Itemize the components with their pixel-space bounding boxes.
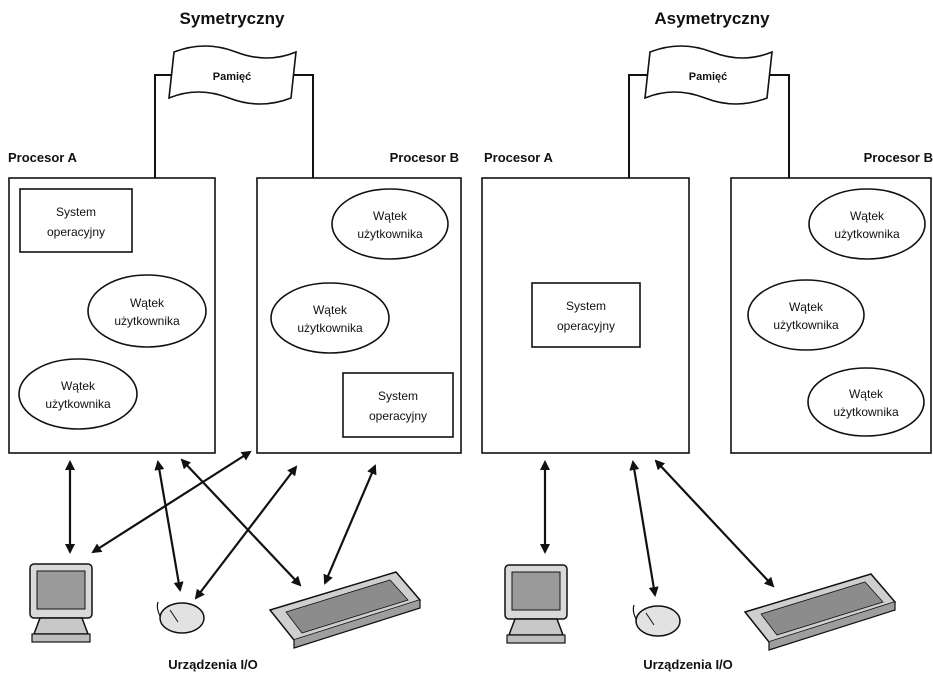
thread-label-line2: użytkownika [773, 318, 839, 332]
asymmetric-processor-b-label: Procesor B [864, 150, 933, 165]
asymmetric-b-thread-3: Wątek użytkownika [807, 367, 925, 437]
symmetric-io-label: Urządzenia I/O [168, 657, 258, 672]
asymmetric-b-thread-1: Wątek użytkownika [808, 188, 926, 260]
thread-label-line2: użytkownika [45, 397, 111, 411]
symmetric-memory: Pamięć [168, 45, 297, 105]
symmetric-b-thread-2: Wątek użytkownika [270, 282, 390, 354]
arrow-b-keyboard [323, 464, 377, 585]
os-label-line2: operacyjny [557, 319, 615, 333]
thread-label-line1: Wątek [850, 209, 885, 223]
thread-label-line1: Wątek [61, 379, 96, 393]
arrow-b-mouse [194, 465, 298, 600]
keyboard-icon [743, 573, 897, 651]
os-label-line2: operacyjny [369, 409, 427, 423]
mouse-icon [156, 601, 205, 634]
asymmetric-io-label: Urządzenia I/O [643, 657, 733, 672]
os-label-line1: System [378, 389, 418, 403]
asymmetric-a-os-box: System operacyjny [531, 282, 641, 348]
symmetric-processor-a-label: Procesor A [8, 150, 77, 165]
asymmetric-processor-a-label: Procesor A [484, 150, 553, 165]
thread-label-line2: użytkownika [357, 227, 423, 241]
arrow-a-mouse [154, 460, 184, 592]
asymmetric-memory: Pamięć [644, 45, 773, 105]
thread-label-line2: użytkownika [834, 227, 900, 241]
arrow-a-keyboard [180, 458, 302, 587]
thread-label-line1: Wątek [849, 387, 884, 401]
arrow-a-mouse [629, 460, 659, 597]
asymmetric-title: Asymetryczny [654, 9, 770, 28]
symmetric-io-arrows [65, 450, 377, 600]
symmetric-title: Symetryczny [180, 9, 285, 28]
thread-label-line1: Wątek [130, 296, 165, 310]
symmetric-b-thread-1: Wątek użytkownika [331, 188, 449, 260]
symmetric-memory-label: Pamięć [213, 71, 252, 83]
thread-label-line2: użytkownika [114, 314, 180, 328]
thread-label-line1: Wątek [789, 300, 824, 314]
symmetric-a-thread-1: Wątek użytkownika [87, 274, 207, 348]
symmetric-processor-b-label: Procesor B [390, 150, 459, 165]
mouse-icon [632, 604, 681, 637]
thread-label-line2: użytkownika [297, 321, 363, 335]
arrow-a-keyboard [654, 459, 775, 588]
os-label-line1: System [566, 299, 606, 313]
monitor-icon [29, 563, 93, 643]
symmetric-a-thread-2: Wątek użytkownika [18, 358, 138, 430]
asymmetric-b-thread-2: Wątek użytkownika [747, 279, 865, 351]
symmetric-b-os-box: System operacyjny [342, 372, 454, 438]
os-label-line1: System [56, 205, 96, 219]
asymmetric-memory-label: Pamięć [689, 71, 728, 83]
thread-label-line1: Wątek [373, 209, 408, 223]
os-label-line2: operacyjny [47, 225, 105, 239]
thread-label-line2: użytkownika [833, 405, 899, 419]
symmetric-a-os-box: System operacyjny [19, 188, 133, 253]
monitor-icon [504, 564, 568, 644]
asymmetric-io-arrows [540, 459, 775, 597]
thread-label-line1: Wątek [313, 303, 348, 317]
keyboard-icon [268, 571, 422, 649]
